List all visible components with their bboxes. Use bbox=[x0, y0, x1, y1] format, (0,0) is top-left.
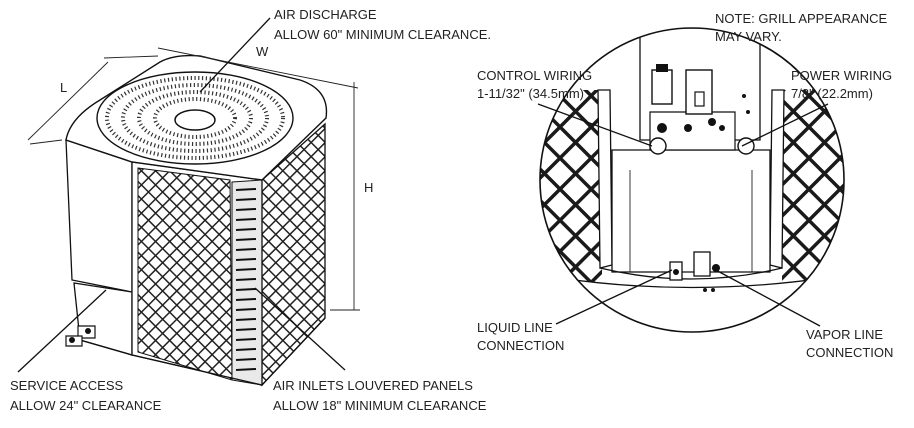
dimension-lines bbox=[27, 47, 360, 311]
air-discharge-label: AIR DISCHARGE ALLOW 60" MINIMUM CLEARANC… bbox=[274, 7, 491, 42]
leader-lines-right bbox=[537, 103, 829, 327]
liquid-line-label: LIQUID LINE CONNECTION bbox=[477, 320, 564, 353]
service-valves bbox=[65, 325, 96, 347]
air-inlets-label: AIR INLETS LOUVERED PANELS ALLOW 18" MIN… bbox=[273, 378, 487, 413]
dimension-width: W bbox=[256, 44, 269, 59]
dimension-height: H bbox=[364, 180, 373, 195]
service-access-label: SERVICE ACCESS ALLOW 24" CLEARANCE bbox=[10, 378, 162, 413]
grill-note: NOTE: GRILL APPEARANCE MAY VARY. bbox=[715, 11, 891, 44]
leader-lines-left bbox=[17, 17, 346, 373]
power-wiring-label: POWER WIRING 7/8" (22.2mm) bbox=[791, 68, 896, 101]
connection-detail-view bbox=[539, 27, 845, 333]
vapor-line-label: VAPOR LINE CONNECTION bbox=[806, 327, 893, 360]
louver-slots bbox=[235, 188, 257, 371]
dimension-length: L bbox=[60, 80, 67, 95]
condenser-unit bbox=[65, 54, 328, 387]
control-wiring-label: CONTROL WIRING 1-11/32" (34.5mm) bbox=[477, 68, 596, 101]
